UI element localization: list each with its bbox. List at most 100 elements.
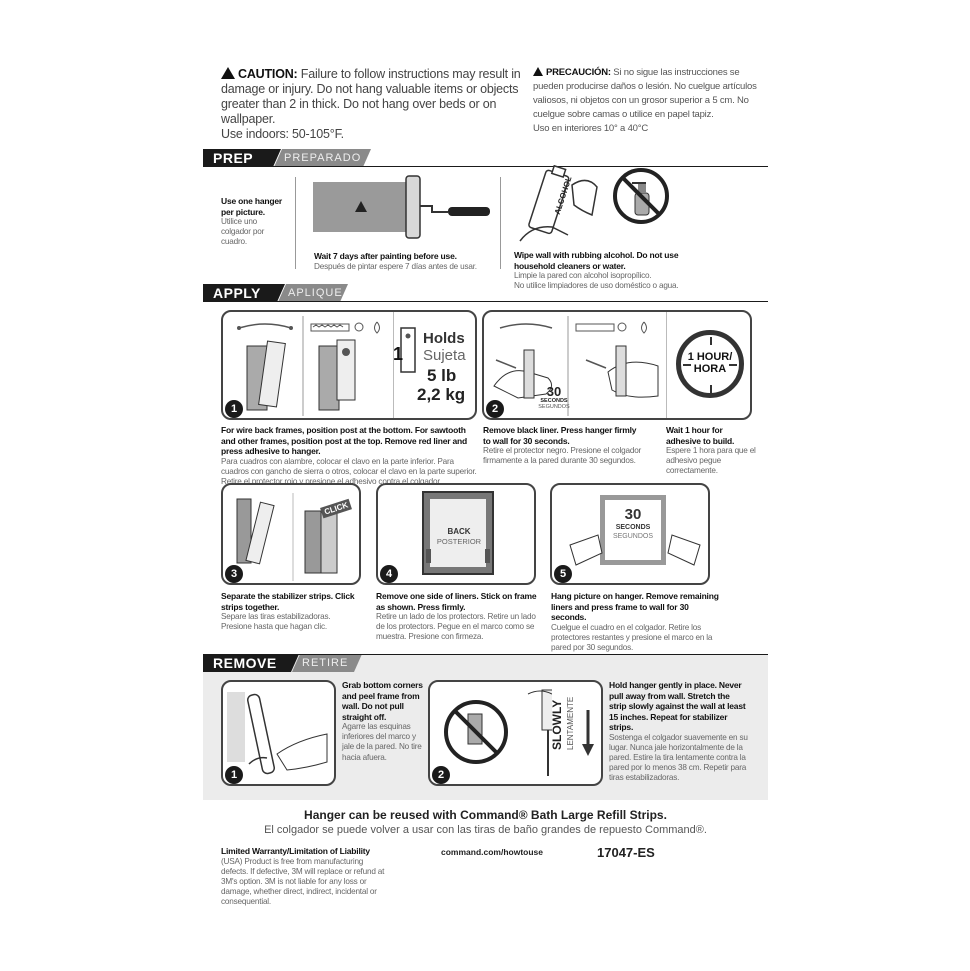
- step2-light: Retire el protector negro. Presione el c…: [483, 446, 642, 466]
- strip-count: 1: [393, 344, 404, 364]
- remove-rule: [203, 654, 768, 655]
- step3-illustration: [236, 493, 338, 581]
- remove2-light: Sostenga el colgador suavemente en su lu…: [609, 732, 748, 783]
- warning-icon: [221, 67, 235, 79]
- apply-step3-panel: CLICK 3: [221, 483, 361, 585]
- strip-icon: [400, 327, 416, 373]
- prep-wipe-text: Wipe wall with rubbing alcohol. Do not u…: [514, 250, 714, 291]
- slowly-label: SLOWLY: [550, 699, 564, 750]
- step3-light: Separe las tiras estabilizadoras. Presio…: [221, 612, 331, 632]
- remove1-light: Agarre las esquinas inferiores del marco…: [342, 722, 422, 762]
- apply-wait-text: Wait 1 hour for adhesive to build. Esper…: [666, 425, 756, 477]
- remove-header: REMOVE: [203, 654, 299, 672]
- weight-kg: 2,2 kg: [417, 385, 466, 404]
- paint-roller-illustration: [313, 175, 490, 239]
- thirty-label: 30: [546, 384, 562, 399]
- apply-step3-text: Separate the stabilizer strips. Click st…: [221, 591, 361, 632]
- prep-rule: [203, 166, 768, 167]
- thirty-seconds-badge: 30 SECONDS SEGUNDOS: [532, 384, 576, 410]
- caution-title: CAUTION:: [238, 67, 298, 81]
- prep-wipe-bold: Wipe wall with rubbing alcohol. Do not u…: [514, 250, 679, 271]
- thirty-label: 30: [624, 506, 642, 523]
- prep-paint-bold: Wait 7 days after painting before use.: [314, 251, 457, 261]
- weight-lb: 5 lb: [427, 366, 457, 385]
- remove2-bold: Hold hanger gently in place. Never pull …: [609, 680, 746, 732]
- no-spray-icon: [613, 168, 669, 224]
- clock-icon: 1 HOUR/ HORA: [676, 330, 744, 398]
- remove1-bold: Grab bottom corners and peel frame from …: [342, 680, 423, 722]
- peel-frame-illustration: [227, 692, 328, 775]
- prep-hanger-bold: Use one hanger per picture.: [221, 196, 282, 217]
- divider: [393, 312, 394, 418]
- step2-bold: Remove black liner. Press hanger firmly …: [483, 425, 637, 446]
- hour-label: 1 HOUR/: [687, 351, 733, 363]
- prep-hanger-light: Utilice uno colgador por cuadro.: [221, 217, 265, 247]
- sujeta-label: Sujeta: [423, 347, 466, 364]
- warning-icon: [533, 67, 543, 76]
- step1-illustration: [237, 316, 380, 416]
- step-number: 2: [432, 766, 450, 784]
- divider: [295, 177, 296, 269]
- step1-light: Para cuadros con alambre, colocar el cla…: [221, 456, 477, 486]
- step-number: 3: [225, 565, 243, 583]
- wait-bold: Wait 1 hour for adhesive to build.: [666, 425, 735, 446]
- remove-header-es: RETIRE: [292, 654, 362, 672]
- prep-wipe-light-2: No utilice limpiadores de uso doméstico …: [514, 281, 679, 291]
- howtouse-url[interactable]: command.com/howtouse: [441, 847, 544, 857]
- reuse-spanish: El colgador se puede volver a usar con l…: [264, 824, 707, 836]
- apply-step5-text: Hang picture on hanger. Remove remaining…: [551, 591, 721, 653]
- prep-hanger-text: Use one hanger per picture. Utilice uno …: [221, 196, 285, 248]
- seconds-label: SECONDS: [540, 398, 568, 404]
- apply-header-es: APLIQUE: [278, 284, 348, 302]
- seconds-label: SECONDS: [615, 524, 651, 531]
- remove-step2-panel: SLOWLY LENTAMENTE 2: [428, 680, 603, 786]
- prep-paint-text: Wait 7 days after painting before use. D…: [314, 251, 494, 272]
- step4-bold: Remove one side of liners. Stick on fram…: [376, 591, 537, 612]
- frame-back: BACK POSTERIOR: [422, 491, 494, 575]
- step-number: 1: [225, 766, 243, 784]
- divider: [666, 312, 667, 418]
- warranty-text: (USA) Product is free from manufacturing…: [221, 856, 385, 907]
- alcohol-wipe-illustration: ALCOHOL: [519, 165, 598, 242]
- remove-step2-text: Hold hanger gently in place. Never pull …: [609, 680, 749, 784]
- step3-bold: Separate the stabilizer strips. Click st…: [221, 591, 355, 612]
- divider: [500, 177, 501, 269]
- segundos-label: SEGUNDOS: [538, 404, 570, 410]
- remove-step1-text: Grab bottom corners and peel frame from …: [342, 680, 424, 763]
- apply-rule: [203, 301, 768, 302]
- apply-step4-panel: BACK POSTERIOR 4: [376, 483, 536, 585]
- warranty-title: Limited Warranty/Limitation of Liability: [221, 846, 370, 856]
- caution-text: Failure to follow instructions may resul…: [221, 67, 521, 126]
- step5-light: Cuelgue el cuadro en el colgador. Retire…: [551, 622, 713, 652]
- apply-step2-panel: 30 SECONDS SEGUNDOS 2 1 HOUR/ HORA: [482, 310, 752, 420]
- step4-light: Retire un lado de los protectors. Retire…: [376, 612, 536, 642]
- precaucion-temp: Uso en interiores 10° a 40°C: [533, 123, 649, 134]
- step-number: 1: [225, 400, 243, 418]
- arrow-down-icon: [582, 710, 594, 756]
- posterior-label: POSTERIOR: [436, 537, 482, 546]
- step5-bold: Hang picture on hanger. Remove remaining…: [551, 591, 719, 622]
- prep-paint-light: Después de pintar espere 7 días antes de…: [314, 261, 477, 271]
- step-number: 2: [486, 400, 504, 418]
- reuse-english: Hanger can be reused with Command® Bath …: [304, 808, 667, 822]
- holds-label: Holds: [423, 330, 465, 347]
- precaucion-title: PRECAUCIÓN:: [546, 67, 611, 78]
- caution-spanish: PRECAUCIÓN: Si no sigue las instruccione…: [533, 66, 763, 136]
- step2-illustration: [493, 316, 659, 416]
- remove-step1-panel: 1: [221, 680, 336, 786]
- step-number: 5: [554, 565, 572, 583]
- caution-english: CAUTION: Failure to follow instructions …: [221, 66, 521, 142]
- picture-frame: 30 SECONDS SEGUNDOS: [600, 495, 666, 565]
- step-number: 4: [380, 565, 398, 583]
- wait-light: Espere 1 hora para que el adhesivo pegue…: [666, 446, 756, 476]
- precaucion-text: Si no sigue las instrucciones se pueden …: [533, 67, 757, 120]
- prep-header-es: PREPARADO: [274, 149, 371, 167]
- lentamente-label: LENTAMENTE: [566, 696, 575, 750]
- apply-step2-text: Remove black liner. Press hanger firmly …: [483, 425, 643, 466]
- apply-step1-text: For wire back frames, position post at t…: [221, 425, 479, 487]
- prep-wipe-light-1: Limpie la pared con alcohol isopropílico…: [514, 271, 652, 280]
- step1-bold: For wire back frames, position post at t…: [221, 425, 468, 456]
- warranty-block: Limited Warranty/Limitation of Liability…: [221, 846, 391, 908]
- caution-temp: Use indoors: 50-105°F.: [221, 127, 344, 141]
- prep-header: PREP: [203, 149, 281, 167]
